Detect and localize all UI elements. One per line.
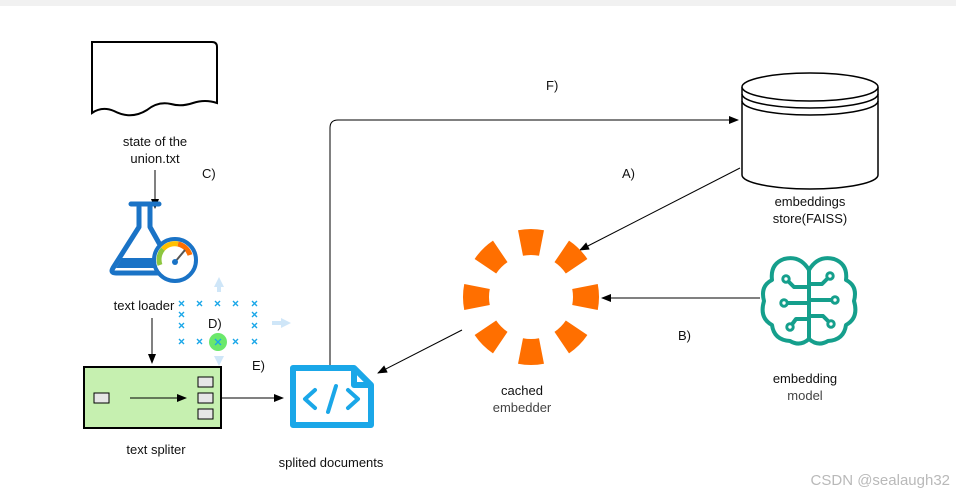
edge-label-b: B) [678, 328, 691, 343]
edge-label-a: A) [622, 166, 635, 181]
selection-handles[interactable] [178, 277, 291, 366]
document-icon[interactable] [91, 41, 218, 117]
edge-f [329, 116, 739, 365]
store-label-line1: embeddings [774, 194, 846, 209]
loader-label: text loader [113, 298, 175, 313]
file-label: state of the union.txt [96, 133, 214, 167]
embedder-ring-segment [518, 229, 544, 256]
model-label: embedding model [756, 370, 854, 404]
edge-embedder-docs [377, 329, 463, 374]
edge-a [579, 167, 741, 251]
cached-label: cached embedder [474, 382, 570, 416]
lab-flask-gauge-icon[interactable] [109, 201, 198, 283]
embedder-ring-segment [572, 284, 599, 310]
model-label-line2: model [787, 388, 823, 403]
embedder-ring-segment [554, 320, 588, 354]
edge-label-f: F) [546, 78, 559, 93]
brain-circuit-icon[interactable] [760, 256, 858, 346]
embedder-ring-segment [518, 338, 544, 366]
embedder-ring-segment [474, 320, 508, 354]
file-label-line2: union.txt [130, 151, 180, 166]
cached-label-line2: embedder [492, 400, 552, 415]
model-label-line1: embedding [772, 371, 838, 386]
splitter-label: text spliter [126, 442, 186, 457]
database-icon[interactable] [741, 72, 879, 190]
store-label-line2: store(FAISS) [772, 211, 848, 226]
edge-label-d: D) [208, 316, 222, 331]
file-label-line1: state of the [122, 134, 188, 149]
edge-label-e: E) [252, 358, 265, 373]
embedder-ring-icon[interactable] [463, 229, 599, 366]
code-file-icon[interactable] [290, 365, 374, 428]
top-border [0, 0, 956, 6]
splitter-box-icon[interactable] [83, 366, 222, 429]
edge-label-c: C) [202, 166, 216, 181]
embedder-ring-segment [463, 284, 490, 310]
embedder-ring-segment [474, 240, 508, 274]
watermark: CSDN @sealaugh32 [810, 472, 950, 489]
splited-label: splited documents [278, 455, 384, 470]
cached-label-line1: cached [501, 383, 543, 398]
store-label: embeddings store(FAISS) [758, 193, 862, 227]
embedder-ring-segment [554, 240, 588, 274]
